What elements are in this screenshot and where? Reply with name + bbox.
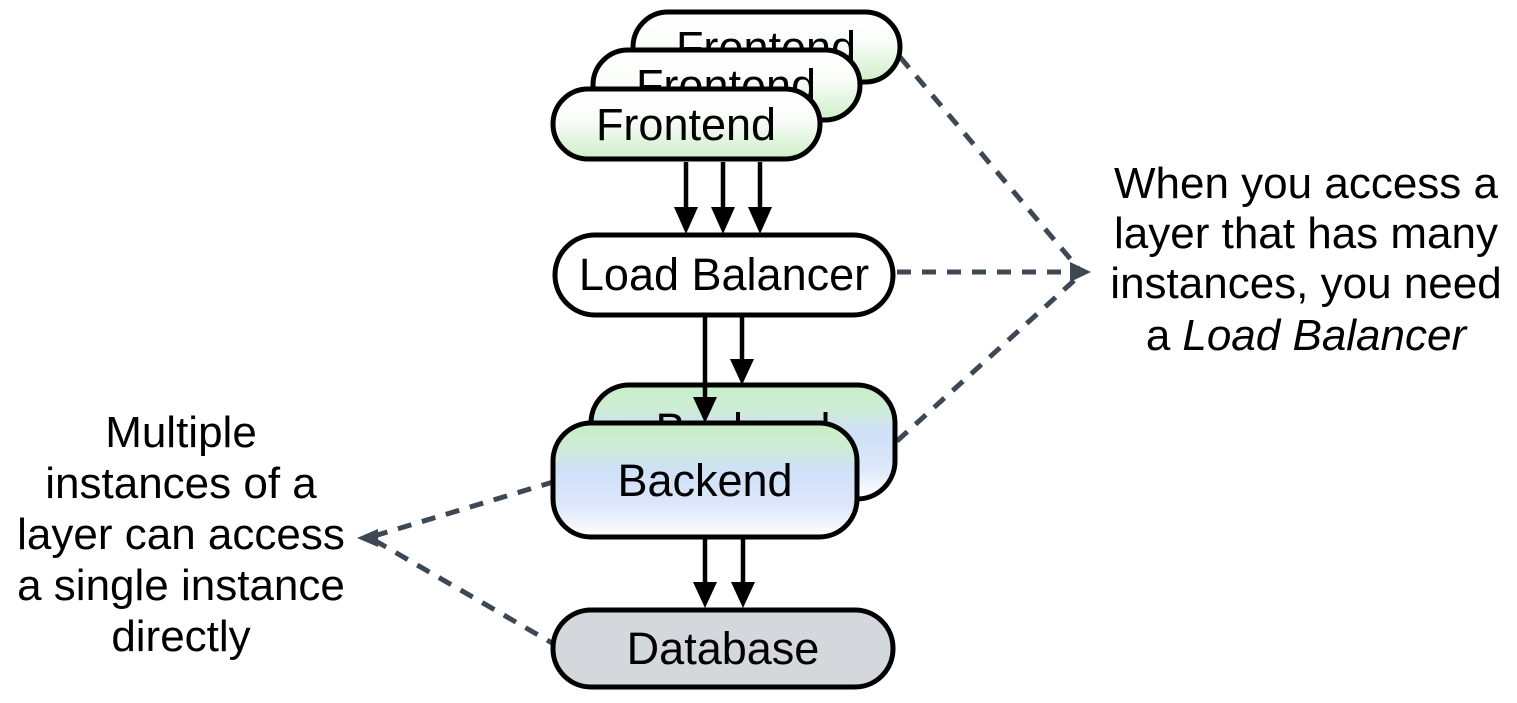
backend-box-1 [550, 420, 860, 540]
right-note-arrowhead-icon [1070, 262, 1091, 282]
arrow-backend-to-database-head-2 [731, 582, 755, 608]
arrow-loadbalancer-to-backend-head-1 [693, 397, 717, 423]
arrow-frontend-to-loadbalancer-head-3 [748, 207, 772, 234]
dashed-line-left-note-to-backend [373, 479, 554, 539]
left-note-line-5: directly [111, 612, 250, 661]
frontend-label-1: Frontend [596, 99, 776, 150]
dashed-line-frontend-to-right-note [898, 55, 1080, 270]
arrow-loadbalancer-to-backend-head-2 [730, 359, 754, 385]
database-box [550, 607, 896, 690]
dashed-line-left-note-to-database [372, 537, 561, 650]
loadbalancer-label: Load Balancer [579, 249, 869, 300]
loadbalancer-box [552, 232, 896, 318]
left-note-arrowhead-icon [357, 529, 378, 547]
arrow-frontend-to-loadbalancer-head-1 [674, 207, 698, 234]
right-note-line-1: When you access a [1114, 159, 1498, 208]
right-note-line-3: instances, you need [1110, 259, 1501, 308]
database-label: Database [627, 623, 820, 674]
left-note: Multiple instances of a layer can access… [17, 408, 345, 661]
right-note-line-4-prefix: a [1146, 311, 1171, 360]
arrow-backend-to-database-head-1 [693, 582, 717, 608]
dashed-line-backend-to-right-note [895, 275, 1080, 443]
left-note-line-2: instances of a [45, 459, 317, 508]
left-note-line-1: Multiple [105, 408, 257, 457]
left-note-line-3: layer can access [17, 510, 345, 559]
frontend-box-1 [550, 86, 823, 162]
right-note: When you access a layer that has many in… [1110, 159, 1501, 360]
right-note-line-2: layer that has many [1114, 209, 1498, 258]
arrow-frontend-to-loadbalancer-head-2 [711, 207, 735, 234]
right-note-line-4-italic: Load Balancer [1182, 311, 1468, 360]
left-note-line-4: a single instance [17, 561, 345, 610]
backend-label-1: Backend [617, 455, 792, 506]
